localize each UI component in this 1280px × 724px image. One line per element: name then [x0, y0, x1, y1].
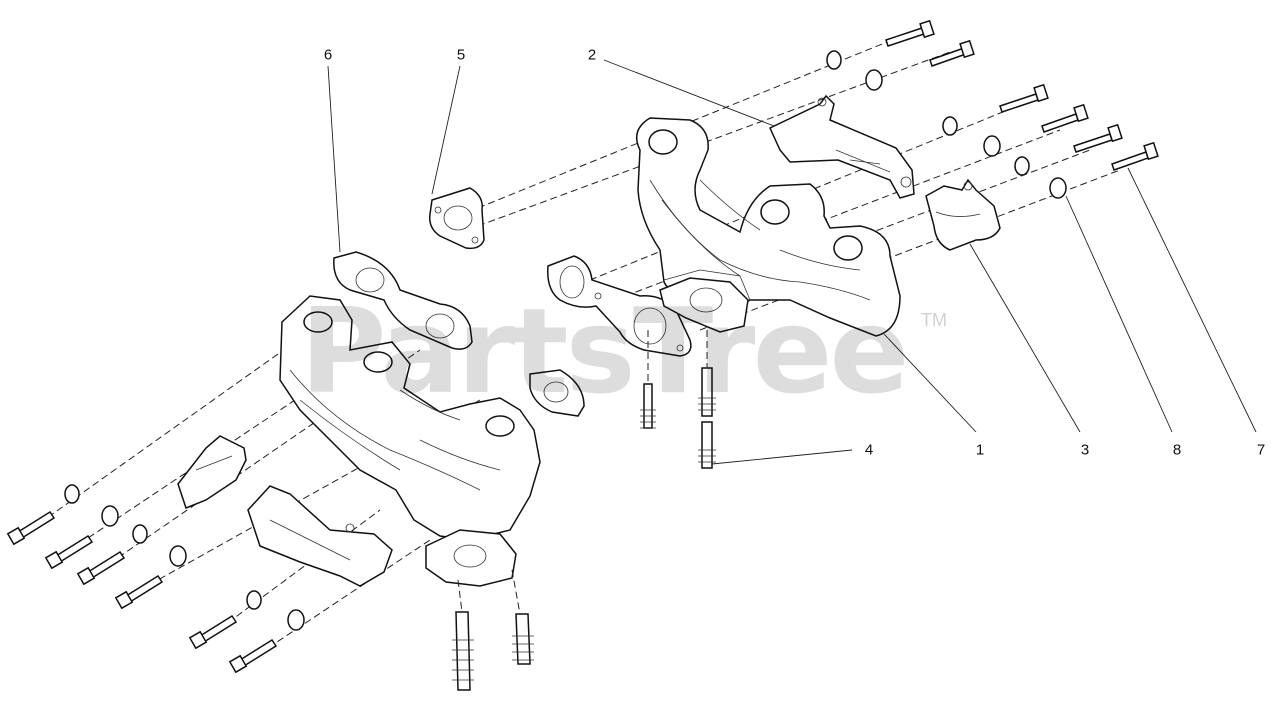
left-manifold-assembly: [6, 251, 585, 691]
callout-2: 2: [587, 46, 597, 64]
gasket-dual-port: [547, 255, 692, 357]
gasket-single-port: [428, 187, 485, 250]
bracket-upper: [769, 94, 915, 199]
studs-left: [452, 569, 534, 691]
callout-1: 1: [975, 441, 985, 459]
manifold-right: [635, 117, 901, 337]
bolts-right: [826, 19, 1159, 199]
bracket-left-upper: [177, 435, 247, 509]
bracket-left-lower: [247, 485, 393, 587]
callout-5: 5: [456, 46, 466, 64]
callout-3: 3: [1080, 441, 1090, 459]
callout-6: 6: [323, 46, 333, 64]
callout-8: 8: [1172, 441, 1182, 459]
manifold-left: [279, 295, 541, 587]
gasket-left-dual: [333, 251, 473, 350]
bolts-left: [6, 484, 305, 674]
right-manifold-assembly: [428, 19, 1159, 469]
callout-4: 4: [864, 441, 874, 459]
heat-shield: [925, 178, 1001, 251]
watermark-trademark: TM: [921, 310, 947, 330]
studs-right: [640, 330, 716, 469]
gasket-left-single: [529, 369, 585, 417]
leader-lines: [327, 59, 1257, 465]
watermark: PartsTree: [300, 282, 910, 420]
callout-7: 7: [1256, 441, 1266, 459]
